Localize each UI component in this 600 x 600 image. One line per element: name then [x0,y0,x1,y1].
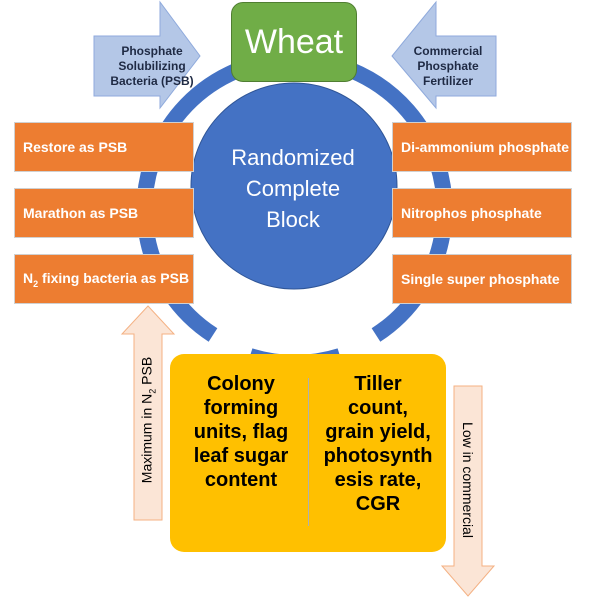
up-arrow-shape [120,305,176,521]
results-divider [308,378,309,526]
results-left-text: Colony forming units, flag leaf sugar co… [180,372,302,492]
results-left-line-5: content [204,469,278,491]
results-right-line-4: photosynth [323,445,433,467]
right-arrow-line-2: Phosphate [417,59,479,73]
right-box-dap: Di-ammonium phosphate [392,122,572,172]
left-arrow-line-3: Bacteria (PSB) [110,74,194,88]
n2-rest: fixing bacteria as PSB [38,269,190,286]
n2-letter: N [23,269,34,286]
up-label-sub: 2 [147,388,158,394]
left-box-marathon: Marathon as PSB [14,188,194,238]
up-arrow-label: Maximum in N2 PSB [139,357,158,483]
left-box-n2-fixing: N2 fixing bacteria as PSB [14,254,194,304]
left-box-marathon-label: Marathon as PSB [23,205,139,221]
results-right-line-2: count, [348,397,408,419]
right-box-ssp: Single super phosphate [392,254,572,304]
right-arrow-line-3: Fertilizer [422,74,473,88]
left-box-n2-fixing-label: N2 fixing bacteria as PSB [23,270,189,289]
n2-subscript: 2 [33,278,39,289]
results-left-line-2: forming [203,397,279,419]
results-right-line-6: CGR [355,493,401,515]
down-arrow-label: Low in commercial [460,422,476,538]
right-box-ssp-label: Single super phosphate [401,271,560,287]
results-left-line-1: Colony [207,373,275,395]
results-right-text: Tiller count, grain yield, photosynth es… [314,372,442,516]
down-arrow-shape [440,385,496,597]
down-label-text: Low in commercial [460,422,476,538]
left-box-restore-label: Restore as PSB [23,139,128,155]
results-left-line-4: leaf sugar [193,445,289,467]
right-box-dap-label: Di-ammonium phosphate [401,139,570,155]
center-circle [190,82,398,290]
right-arrow-line-1: Commercial [413,44,483,58]
results-right-line-3: grain yield, [325,421,431,443]
center-line-2: Complete [245,176,341,201]
center-label: Randomized Complete Block [218,142,368,235]
center-line-3: Block [266,207,320,232]
right-box-nitrophos: Nitrophos phosphate [392,188,572,238]
center-line-1: Randomized [231,145,355,170]
wheat-title: Wheat [244,22,344,61]
results-right-line-5: esis rate, [334,469,422,491]
results-left-line-3: units, flag [193,421,289,443]
results-right-line-1: Tiller [354,373,402,395]
right-arrow-shape [391,0,497,110]
up-label-post: PSB [138,356,155,389]
left-box-restore: Restore as PSB [14,122,194,172]
right-box-nitrophos-label: Nitrophos phosphate [401,205,542,221]
left-arrow-line-1: Phosphate [121,44,183,58]
right-arrow-label: Commercial Phosphate Fertilizer [400,44,496,89]
up-label-pre: Maximum in N [138,393,155,484]
left-arrow-line-2: Solubilizing [118,59,186,73]
left-arrow-label: Phosphate Solubilizing Bacteria (PSB) [94,44,210,89]
left-arrow-shape [93,0,201,110]
wheat-box: Wheat [231,2,357,82]
